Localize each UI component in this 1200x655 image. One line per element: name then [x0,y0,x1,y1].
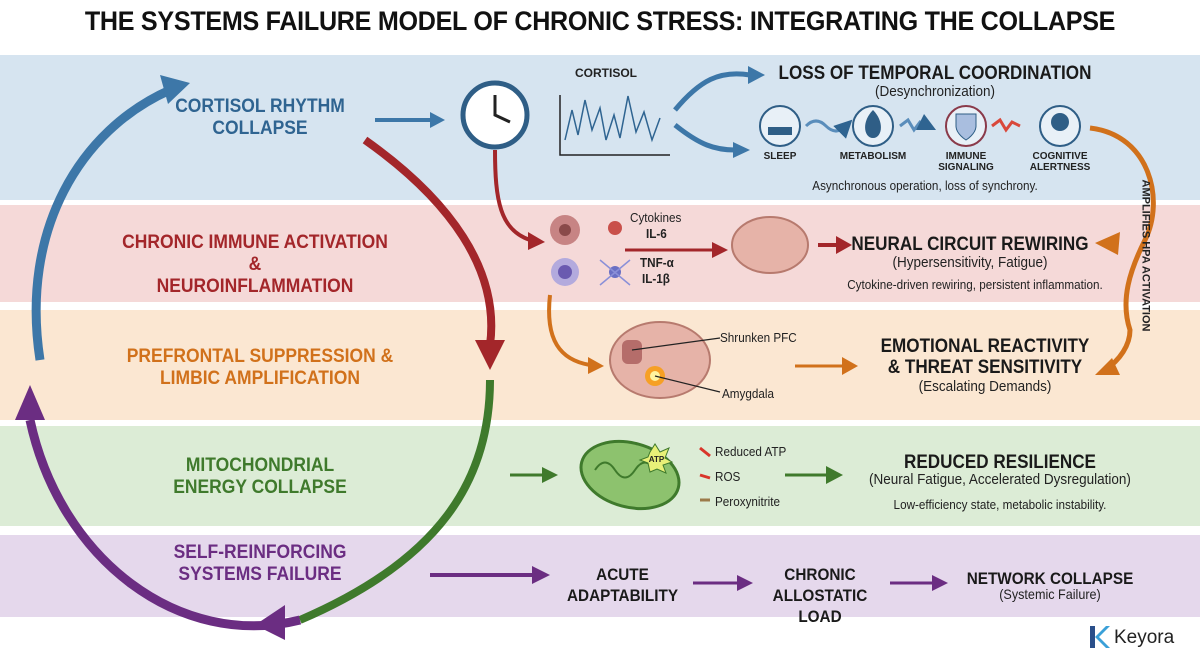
amygdala-label: Amygdala [722,386,775,401]
band-cortisol [0,55,1200,200]
system-sleep: SLEEP [763,151,797,162]
step-network-collapse: NETWORK COLLAPSE [966,569,1134,588]
cycle-arrow-blue [31,85,172,361]
step-chronic: CHRONIC ALLOSTATIC LOAD [772,565,868,626]
stage-systems: SELF-REINFORCING SYSTEMS FAILURE [173,542,347,585]
feedback-label: AMPLIFIES HPA ACTIVATION [1139,179,1152,332]
step-network-collapse-sub: (Systemic Failure) [999,586,1101,602]
cortisol-heading: LOSS OF TEMPORAL COORDINATION [778,63,1092,84]
cortisol-note: Asynchronous operation, loss of synchron… [812,178,1038,193]
stage-immune: CHRONIC IMMUNE ACTIVATION & NEUROINFLAMM… [122,232,388,297]
stage-limbic: PREFRONTAL SUPPRESSION & LIMBIC AMPLIFIC… [126,346,394,389]
cycle-arrow-green [298,379,494,624]
cycle-arrow-purple [25,419,302,631]
system-immune: IMMUNE SIGNALING [938,151,994,173]
brain-amygdala-icon [609,321,711,399]
limbic-subheading: (Escalating Demands) [918,378,1052,395]
metabolism-icon [852,105,894,147]
stage-mito: MITOCHONDRIAL ENERGY COLLAPSE [173,455,347,498]
step-acute: ACUTE ADAPTABILITY [566,565,679,605]
immune-heading: NEURAL CIRCUIT REWIRING [851,234,1089,255]
cortisol-chart-axes [559,95,670,156]
atp-label: ATP [648,455,665,464]
limbic-heading: EMOTIONAL REACTIVITY & THREAT SENSITIVIT… [880,336,1090,378]
cytokine-il1b: IL-1β [642,271,670,286]
immune-shield-icon [945,105,987,147]
cognitive-head-icon [1039,105,1081,147]
immune-note: Cytokine-driven rewiring, persistent inf… [847,277,1103,292]
cytokine-il6: IL-6 [646,226,667,241]
system-cognitive: COGNITIVE ALERTNESS [1029,151,1091,173]
pfc-label: Shrunken PFC [720,330,797,345]
stage-cortisol: CORTISOL RHYTHM COLLAPSE [175,96,345,139]
cortisol-chart-line [564,95,661,143]
brand-name: Keyora [1114,627,1175,648]
band-systems [0,535,1200,617]
cortisol-chart-label: CORTISOL [575,66,637,80]
atp-burst-icon [638,443,674,474]
keyora-logo-icon [1090,626,1110,648]
cycle-arrow-red [362,136,496,346]
feedback-arrow [1089,125,1156,373]
mito-output-peroxynitrite: Peroxynitrite [715,494,781,509]
brain-icon [731,216,809,274]
immune-subheading: (Hypersensitivity, Fatigue) [892,254,1048,271]
page-title: THE SYSTEMS FAILURE MODEL OF CHRONIC STR… [84,6,1116,36]
mito-subheading: (Neural Fatigue, Accelerated Dysregulati… [869,471,1131,488]
mitochondrion-icon [579,439,681,511]
mito-output-atp: Reduced ATP [715,444,787,459]
cytokine-tnfa: TNF-α [640,255,674,270]
band-immune [0,205,1200,302]
mito-heading: REDUCED RESILIENCE [904,452,1096,473]
immune-cells-icon [550,215,631,286]
mito-output-ros: ROS [715,469,741,484]
system-metabolism: METABOLISM [839,151,907,162]
feedback-label-wrap: AMPLIFIES HPA ACTIVATION [1135,150,1155,370]
sleep-icon [759,105,801,147]
mito-note: Low-efficiency state, metabolic instabil… [893,497,1107,512]
cortisol-subheading: (Desynchronization) [874,83,996,100]
cytokines-label: Cytokines [630,210,682,225]
